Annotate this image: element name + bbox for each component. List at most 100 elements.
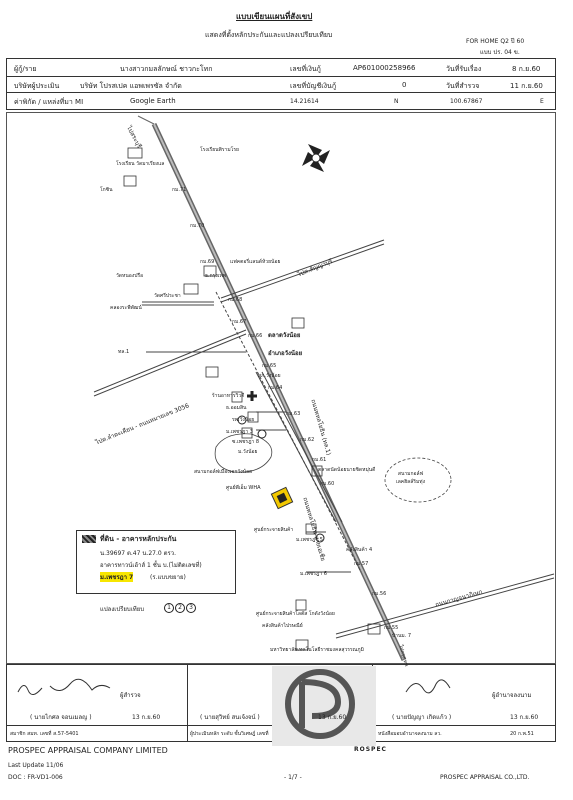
label-km71: กม.71: [172, 187, 187, 193]
location-map: [93, 115, 555, 662]
account-value: 0: [402, 81, 407, 89]
page-title: แบบเขียนแผนที่สังเขป: [236, 12, 313, 21]
label-ps-logistic: ศูนย์กระจายสินค้าโลตัส โกดังวังน้อย: [256, 611, 335, 617]
sig2-date: 13 ก.ย.60: [318, 714, 347, 721]
label-canal1: คลองระพีพัฒน์: [110, 305, 142, 311]
longitude-dir: E: [540, 98, 544, 105]
received-label: วันที่รับเรื่อง: [446, 65, 482, 73]
label-warehouse2: คลังสินค้า 4: [346, 547, 373, 553]
appraiser-value: บริษัท โปรสเปค แอพเพรซัล จำกัด: [80, 82, 182, 90]
label-km67: กม.67: [232, 319, 247, 325]
applicant-value: นางสาวกมลลักษณ์ ชาวกะโทก: [120, 65, 213, 73]
label-wangnoi-park: ตลาดนัดน้อยนายชิดหมุ่นดี: [318, 467, 376, 473]
label-km65: กม.65: [262, 363, 277, 369]
label-soi-3: ม.เพชรฎา 3: [226, 429, 253, 435]
label-hospital: รพ.วังน้อย: [232, 417, 255, 423]
sig3-date: 13 ก.ย.60: [510, 714, 539, 721]
account-label: เลขที่บัญชีเงินกู้: [290, 82, 337, 90]
label-km57: กม.57: [354, 561, 369, 567]
compare-marker-1: 1: [164, 603, 174, 613]
label-soi-6: ม.เพชรฎา 6: [300, 571, 327, 577]
latitude-dir: N: [394, 98, 399, 105]
sig2-role: ผู้ประเมินหลัก ระดับ ชั้นวิเศษฎ์ เลขที่: [190, 731, 269, 737]
survey-label: วันที่สำรวจ: [446, 82, 480, 90]
label-km69: กม.69: [200, 259, 215, 265]
label-soi-ps: ซ.เพชรฎา 8: [232, 439, 260, 445]
label-university: มหาวิทยาลัยเทคโนโลยีราชมงคลสุวรรณภูมิ: [270, 647, 364, 653]
label-soi-5: ม.เพชรฎา 5: [296, 537, 323, 543]
label-wha: ศูนย์พีเอ็ม WHA: [226, 485, 261, 491]
sig3-license: หนังสือมอบอำนาจลงนาม ลว.: [378, 731, 442, 737]
form-version: แบบ ปร. 04 ข.: [480, 49, 520, 56]
label-km62: กม.62: [300, 437, 315, 443]
survey-value: 11 ก.ย.60: [510, 82, 543, 90]
sig1-name: ( นายไกศล จอนเมลญ ): [30, 714, 92, 721]
hospital-icon: [247, 391, 257, 401]
label-kosin: โกซิน: [100, 187, 113, 193]
label-wat-prachao: วัดศรีประชา: [154, 293, 181, 299]
label-bkk-bank: ธ.กรุงเทพ: [205, 273, 227, 279]
label-police: สภ.วังน้อย: [258, 373, 281, 379]
compare-marker-2: 2: [175, 603, 185, 613]
label-temple1: โรงเรียน วัดมาเรียงแล: [116, 161, 165, 167]
label-warehouse1: ศูนย์กระจายสินค้า: [254, 527, 294, 533]
label-mu-7: บ้านม. 7: [392, 633, 412, 639]
signature-3: [405, 679, 451, 694]
sig2-name: ( นายสุวิทย์ สนเจ้งจน์ ): [200, 714, 260, 721]
label-km66: กม.66: [248, 333, 263, 339]
sig3-license-date: 20 ก.พ.51: [510, 731, 534, 737]
label-km68: กม.68: [228, 297, 243, 303]
compare-marker-3: 3: [186, 603, 196, 613]
label-golf-left: สนามกอล์ฟเมืองเอกวังน้อย: [194, 469, 252, 475]
legend-project: ม.เพชรฎา 7: [100, 572, 134, 582]
label-district-office: อำเภอวังน้อย: [268, 350, 303, 357]
info-table: [6, 58, 556, 110]
label-temple2: วัดหนองปรือ: [116, 273, 144, 279]
north-arrow-icon: [302, 144, 330, 172]
form-ref: FOR HOME Q2 ปี 60: [466, 38, 525, 45]
label-rice-shop: ร้านอาหารวิวดี: [212, 393, 245, 399]
sig1-license: สมาชิก สมท. เลขที่ ส.57-5401: [10, 731, 79, 737]
appraiser-label: บริษัทผู้ประเมิน: [14, 82, 60, 90]
legend-compare: แปลงเปรียบเทียบ: [100, 606, 145, 613]
label-km56: กม.56: [372, 591, 387, 597]
label-trade-center: แฟคตอรี่แลนด์ห้วยน้อย: [230, 259, 281, 265]
legend-project-note: (ร.แบบขยาย): [150, 574, 186, 581]
footer-page: - 1/7 -: [284, 774, 302, 781]
label-km63: กม.63: [286, 411, 301, 417]
frontage-road: [255, 371, 337, 523]
legend-title: ที่ดิน - อาคารหลักประกัน: [100, 535, 177, 543]
sig3-name: ( นายปัญญา เกิดแก้ว ): [392, 714, 452, 721]
received-value: 8 ก.ย.60: [512, 65, 541, 73]
label-km55: กม.55: [384, 625, 399, 631]
coord-source: Google Earth: [130, 97, 176, 105]
map-frame: [6, 112, 556, 664]
loan-no-value: AP601000258966: [353, 64, 416, 72]
label-ps-storage: คลังสินค้าไปรษณีย์: [262, 623, 303, 629]
label-school: โรงเรียนพิรามโรย: [200, 147, 239, 153]
label-soi-r: ม.วังน้อย: [238, 449, 258, 455]
company-stamp: [272, 666, 376, 746]
label-market: ตลาดวังน้อย: [268, 332, 301, 339]
applicant-label: ผู้กู้/ราย: [14, 65, 37, 73]
label-km60: กม.60: [320, 481, 335, 487]
sig1-date: 13 ก.ย.60: [132, 714, 161, 721]
latitude: 14.21614: [290, 98, 319, 105]
signature-1: [17, 678, 111, 695]
coord-label: ค่าพิกัด / แหล่งที่มา MI: [14, 98, 84, 106]
label-km61: กม.61: [312, 457, 327, 463]
loan-no-label: เลขที่เงินกู้: [290, 65, 321, 73]
road-east: [220, 239, 385, 299]
label-road-1: ทล.1: [118, 349, 130, 355]
legend-deed: น.39697 ต.47 น.27.0 ตรว.: [100, 550, 177, 557]
label-km70: กม.70: [190, 223, 205, 229]
sig3-role: ผู้อำนาจลงนาม: [492, 692, 532, 699]
stamp-text: ROSPEC: [354, 746, 387, 753]
sig1-role: ผู้สำรวจ: [120, 692, 141, 699]
map-legend: [76, 530, 236, 594]
legend-building: อาคารทาวน์เฮ้าส์ 1 ชั้น บ.(ไม่ติดเลขที่): [100, 562, 202, 569]
label-km64: กม.64: [268, 385, 283, 391]
label-gsb: ธ.ออมสิน: [226, 405, 247, 411]
footer-update: Last Update 11/06: [8, 762, 64, 769]
footer-company-right: PROSPEC APPRAISAL CO.,LTD.: [440, 774, 530, 781]
